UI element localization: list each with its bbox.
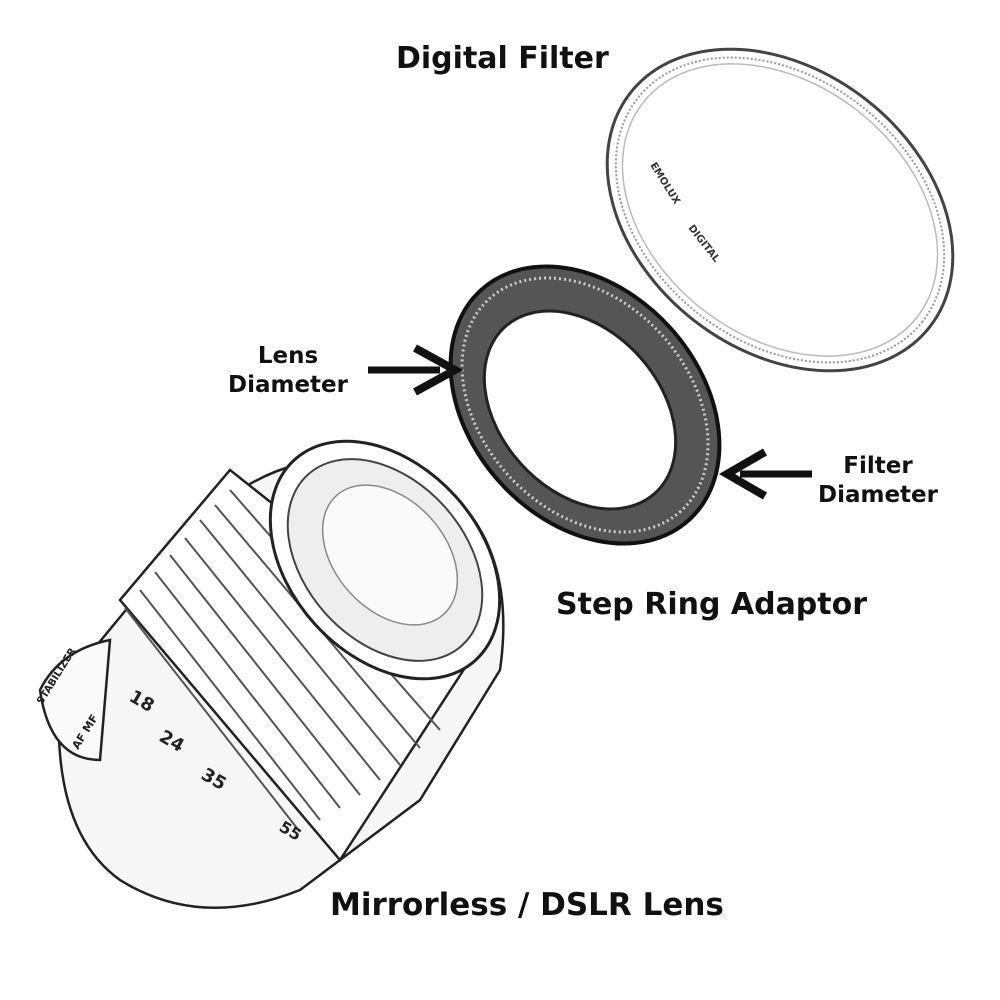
lens-diameter-label: Lens Diameter: [228, 342, 348, 400]
digital-filter-label: Digital Filter: [396, 41, 609, 76]
filter-diameter-arrow: [719, 448, 812, 500]
camera-lens: 18 24 35 55 STABILIZER AF MF: [35, 439, 505, 910]
step-ring-adaptor: [448, 264, 722, 546]
lens-diameter-arrow: [368, 344, 464, 396]
filter-diameter-line-2: Diameter: [818, 481, 938, 508]
lens-diameter-line-2: Diameter: [228, 371, 348, 398]
lens-diameter-line-1: Lens: [257, 343, 319, 369]
filter-diameter-line-1: Filter: [843, 453, 913, 479]
filter-diameter-label: Filter Diameter: [818, 452, 938, 510]
digital-filter: EMOLUX DIGITAL: [605, 47, 955, 373]
lens-label: Mirrorless / DSLR Lens: [330, 887, 724, 923]
step-ring-label: Step Ring Adaptor: [556, 587, 868, 622]
